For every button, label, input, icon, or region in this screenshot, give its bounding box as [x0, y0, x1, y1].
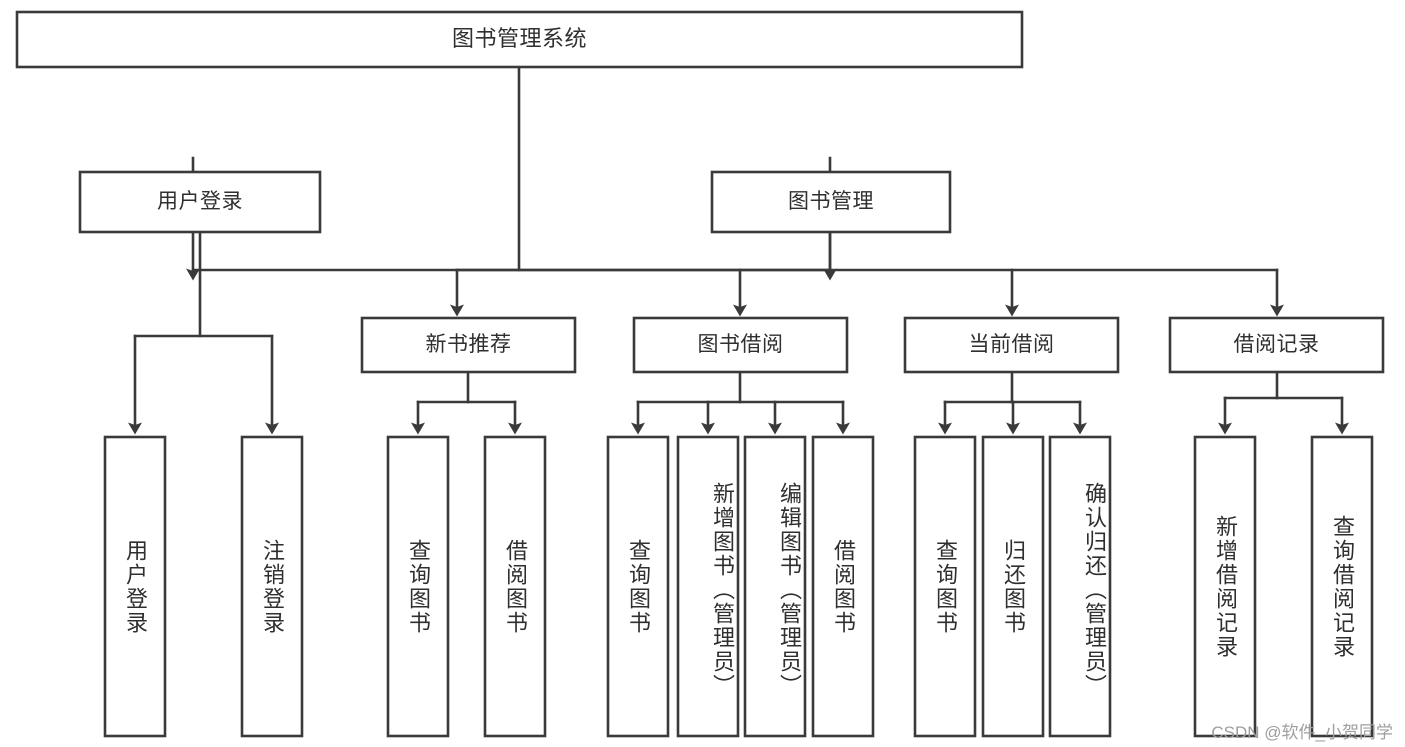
- connector-group-user-login: [128, 230, 279, 435]
- node-box-leaf-query-book-3[interactable]: [913, 435, 977, 738]
- node-box-user-login[interactable]: [78, 170, 322, 234]
- node-box-leaf-add-book[interactable]: [676, 435, 740, 738]
- node-box-leaf-confirm-return[interactable]: [1048, 435, 1112, 738]
- node-box-leaf-edit-book[interactable]: [743, 435, 807, 738]
- connector-group-book-management: [450, 230, 1284, 317]
- node-box-leaf-add-record[interactable]: [1193, 435, 1257, 738]
- node-box-leaf-query-book-1[interactable]: [386, 435, 450, 738]
- node-box-root[interactable]: [15, 10, 1024, 69]
- connector-group-root: [191, 65, 832, 272]
- connector-group-book-borrow: [631, 370, 850, 435]
- connector-group-current-borrow: [938, 370, 1087, 435]
- node-box-book-borrow[interactable]: [632, 316, 849, 374]
- node-box-leaf-query-book-2[interactable]: [606, 435, 670, 738]
- node-box-book-management[interactable]: [710, 170, 952, 234]
- connector-group-borrow-record: [1218, 370, 1349, 435]
- connector-group-new-book: [411, 370, 522, 435]
- node-box-current-borrow[interactable]: [903, 316, 1120, 374]
- node-box-leaf-user-login[interactable]: [103, 435, 167, 738]
- node-box-new-book-recommend[interactable]: [360, 316, 577, 374]
- node-box-leaf-logout[interactable]: [240, 435, 304, 738]
- node-box-leaf-borrow-book-1[interactable]: [483, 435, 547, 738]
- node-box-leaf-return-book[interactable]: [981, 435, 1045, 738]
- node-box-borrow-record[interactable]: [1168, 316, 1385, 374]
- node-box-leaf-query-record[interactable]: [1310, 435, 1374, 738]
- node-box-leaf-borrow-book-2[interactable]: [811, 435, 875, 738]
